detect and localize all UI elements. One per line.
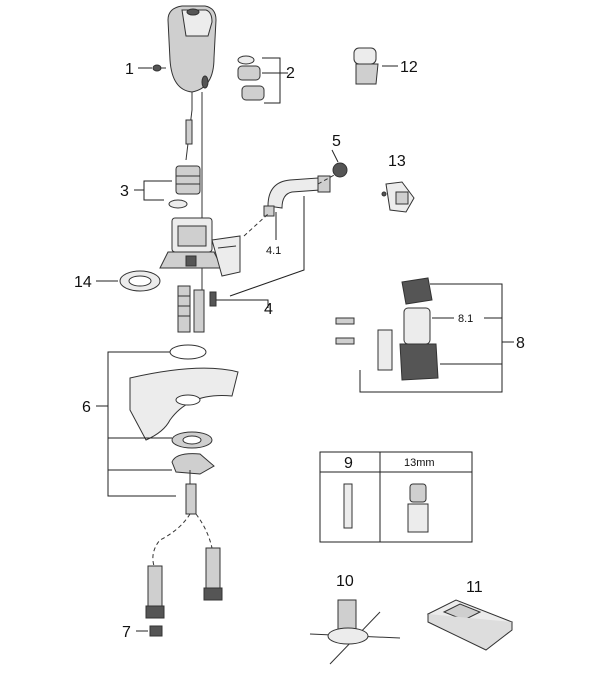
tool-size-label: 13mm xyxy=(404,457,435,469)
part-11-remote-control xyxy=(426,599,514,651)
callout-7: 7 xyxy=(122,624,131,641)
part-5-elbow-fitting xyxy=(216,162,348,308)
callout-12: 12 xyxy=(400,59,418,76)
part-10-mounting-tool xyxy=(309,599,401,665)
part-14-washer xyxy=(119,270,161,292)
callout-3: 3 xyxy=(120,183,129,200)
callout-14: 14 xyxy=(74,274,92,291)
threaded-rods xyxy=(177,285,217,333)
faucet-body xyxy=(167,5,217,140)
callout-6: 6 xyxy=(82,399,91,416)
callout-13: 13 xyxy=(388,153,406,170)
callout-11: 11 xyxy=(466,579,483,596)
part-9-tool-box xyxy=(319,451,473,543)
part-1-screw xyxy=(152,64,166,72)
callout-8-1: 8.1 xyxy=(458,313,473,325)
callout-2: 2 xyxy=(286,65,295,82)
callout-8: 8 xyxy=(516,335,525,352)
part-7-nut xyxy=(136,625,163,637)
part-13-key xyxy=(381,181,415,213)
callout-1: 1 xyxy=(125,61,134,78)
leader-lines xyxy=(96,67,339,282)
part-8-electronics-set xyxy=(335,277,514,393)
part-12-aerator-insert xyxy=(353,47,398,85)
callout-9: 9 xyxy=(344,455,353,472)
flexible-hoses xyxy=(145,513,223,619)
callout-5: 5 xyxy=(332,133,341,150)
callout-10: 10 xyxy=(336,573,354,590)
sensor-cable xyxy=(185,109,203,300)
part-2-aerator-set xyxy=(237,55,281,104)
callout-4: 4 xyxy=(264,301,273,318)
valve-assembly xyxy=(159,217,241,277)
part-3-connector xyxy=(143,165,201,209)
part-6-mounting-set xyxy=(96,344,239,515)
callout-4-1: 4.1 xyxy=(266,245,281,257)
